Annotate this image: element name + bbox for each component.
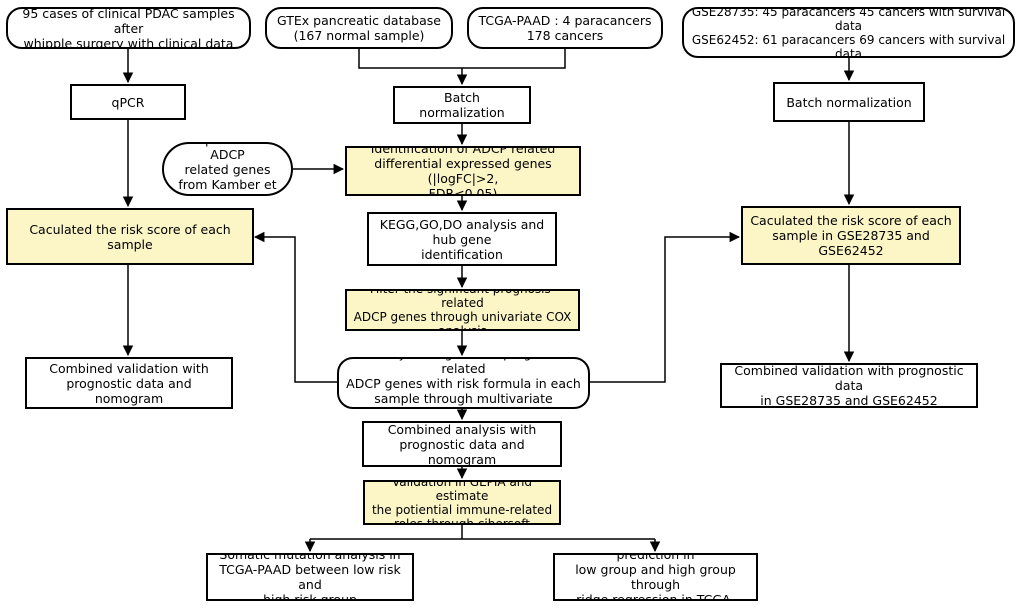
batch-normalization-right-node: Batch normalization — [773, 82, 925, 122]
validation-right-node: Combined validation with prognostic data… — [720, 363, 978, 408]
identify-node: Identify the significant prognosis-relat… — [337, 357, 590, 409]
arrow-identify-to-risk-right — [590, 231, 741, 383]
validation-left-node: Combined validation with prognostic data… — [25, 357, 233, 409]
drug-prediction-node: Sensitive targeted drug prediction in lo… — [553, 553, 758, 601]
arrow-identify-to-risk-left — [253, 231, 337, 383]
filter-node: Filter the significant prognosis-related… — [345, 289, 580, 331]
identification-node: Identification of ADCP related different… — [345, 146, 581, 196]
clinical-samples-node: 95 cases of clinical PDAC samples after … — [6, 7, 251, 49]
geo-datasets-node: GSE28735: 45 paracancers 45 cancers with… — [682, 7, 1015, 58]
gtex-node: GTEx pancreatic database (167 normal sam… — [265, 7, 453, 49]
risk-score-left-node: Caculated the risk score of each sample — [6, 208, 254, 265]
qpcr-node: qPCR — [70, 84, 186, 120]
adcp-genes-node: Acquisition of ADCP related genes from K… — [162, 142, 293, 196]
somatic-mutation-node: Somatic mutation analysis in TCGA-PAAD b… — [206, 553, 414, 601]
combined-analysis-node: Combined analysis with prognostic data a… — [362, 421, 562, 467]
arrow-gepia-split — [310, 525, 655, 540]
batch-normalization-center-node: Batch normalization — [393, 86, 531, 124]
kegg-node: KEGG,GO,DO analysis and hub gene identif… — [367, 212, 557, 266]
gepia-node: Validation in GEPIA and estimate the pot… — [363, 480, 561, 525]
tcga-node: TCGA-PAAD : 4 paracancers 178 cancers — [467, 7, 663, 49]
risk-score-right-node: Caculated the risk score of each sample … — [741, 206, 961, 265]
arrow-gtex-tcga-merge — [358, 49, 566, 69]
